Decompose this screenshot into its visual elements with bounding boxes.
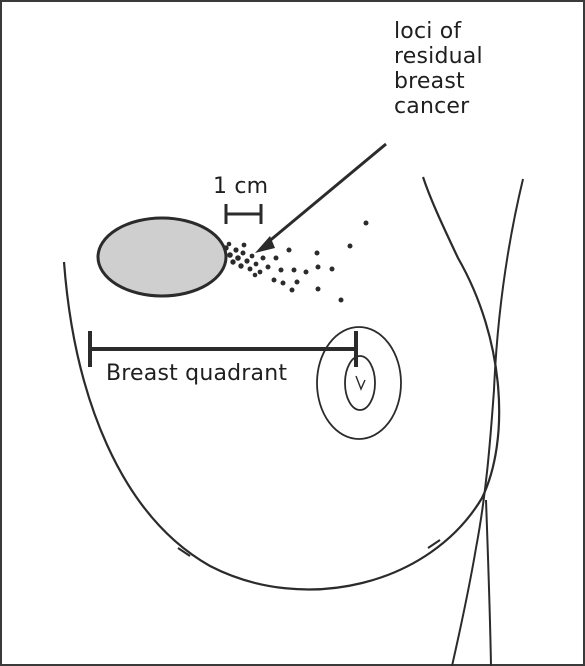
quadrant-label: Breast quadrant xyxy=(106,362,287,387)
scale-label: 1 cm xyxy=(213,175,268,200)
loci-label: loci of residual breast cancer xyxy=(394,20,544,119)
nipple xyxy=(345,356,375,410)
tumor xyxy=(98,218,226,296)
residual-loci xyxy=(223,221,368,303)
pointer-arrow xyxy=(255,144,386,253)
nipple-mark xyxy=(356,376,365,389)
chest-wall-line-2 xyxy=(486,500,491,666)
chest-wall-line xyxy=(452,179,523,666)
scale-bar xyxy=(226,204,261,224)
